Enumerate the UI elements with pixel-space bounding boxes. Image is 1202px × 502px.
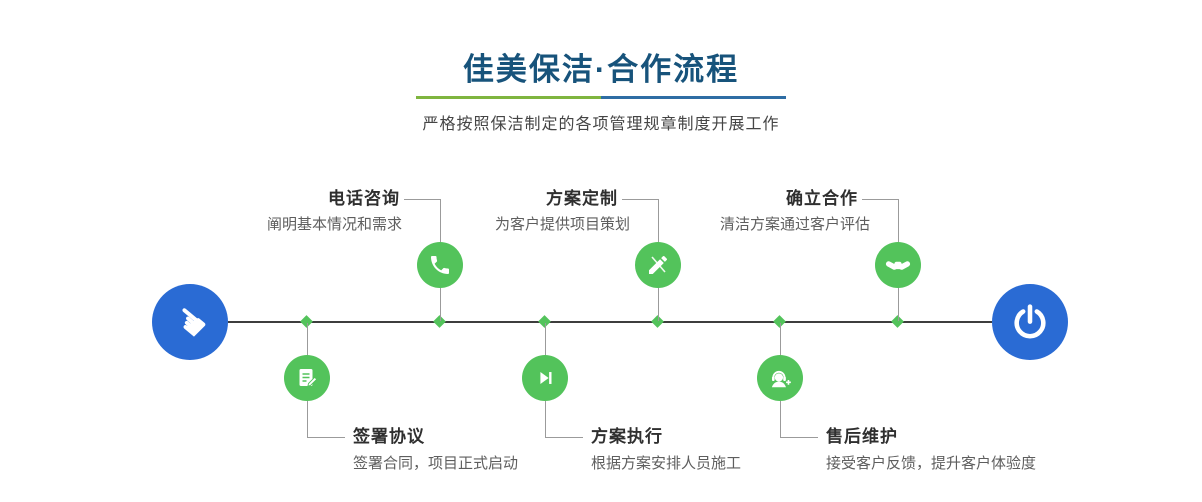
connector-line — [658, 199, 659, 242]
connector-line — [862, 199, 898, 200]
title-divider — [416, 96, 786, 99]
connector-line — [780, 437, 818, 438]
step-node-contract — [284, 355, 330, 401]
step-title: 电话咨询 — [328, 189, 400, 208]
connector-line — [622, 199, 658, 200]
step-node-cooperation — [875, 242, 921, 288]
step-desc: 清洁方案通过客户评估 — [719, 216, 870, 233]
connector-line — [545, 437, 583, 438]
step-desc: 为客户提供项目策划 — [494, 216, 630, 233]
connector-line — [545, 323, 546, 355]
connector-line — [545, 401, 546, 437]
step-title: 售后维护 — [826, 427, 898, 446]
connector-line — [404, 199, 440, 200]
connector-line — [307, 437, 345, 438]
connector-line — [898, 199, 899, 242]
connector-line — [307, 401, 308, 437]
step-title: 方案执行 — [591, 427, 663, 446]
step-title: 方案定制 — [546, 189, 618, 208]
page-subtitle: 严格按照保洁制定的各项管理规章制度开展工作 — [422, 116, 780, 133]
timeline-end-node — [992, 284, 1068, 360]
step-node-aftersales — [757, 355, 803, 401]
step-node-execution — [522, 355, 568, 401]
step-desc: 签署合同，项目正式启动 — [353, 455, 519, 472]
pointing-hand-icon: ☚ — [162, 294, 218, 350]
connector-line — [658, 288, 659, 321]
connector-line — [440, 288, 441, 321]
phone-icon — [431, 256, 449, 274]
connector-line — [440, 199, 441, 242]
connector-line — [898, 288, 899, 321]
document-icon — [299, 369, 318, 387]
step-desc: 根据方案安排人员施工 — [591, 455, 742, 472]
divider-green-segment — [416, 96, 601, 99]
play-icon — [540, 372, 552, 384]
power-icon — [1014, 304, 1046, 339]
page-title: 佳美保洁·合作流程 — [462, 52, 740, 87]
timeline-line — [228, 321, 992, 323]
connector-line — [780, 323, 781, 355]
step-title: 签署协议 — [353, 427, 425, 446]
timeline-start-node: ☚ — [152, 284, 228, 360]
handshake-icon — [885, 261, 911, 270]
divider-blue-segment — [601, 96, 786, 99]
headset-icon — [771, 370, 791, 388]
connector-line — [307, 323, 308, 355]
step-title: 确立合作 — [786, 189, 858, 208]
step-desc: 接受客户反馈，提升客户体验度 — [826, 455, 1037, 472]
step-desc: 阐明基本情况和需求 — [266, 216, 402, 233]
connector-line — [780, 401, 781, 437]
step-node-plan — [635, 242, 681, 288]
step-node-phone — [417, 242, 463, 288]
pencil-icon — [649, 255, 668, 274]
